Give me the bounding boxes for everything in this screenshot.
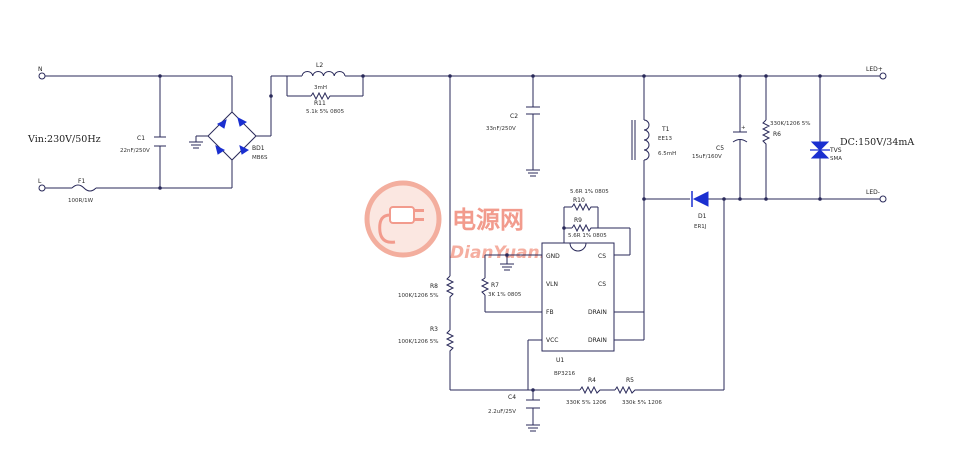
- svg-text:R10: R10: [573, 197, 585, 204]
- junctions: [158, 74, 822, 392]
- svg-text:330K/1206 5%: 330K/1206 5%: [770, 121, 810, 127]
- fuse-f1: F1 100R/1W: [68, 178, 97, 204]
- resistor-r3: R3 100K/1206 5%: [398, 326, 455, 352]
- transformer-t1: T1 EE13 6.5mH: [631, 119, 676, 161]
- diode-d1: D1 ER1J: [691, 191, 709, 230]
- bridge-rectifier-bd1: BD1 MB6S: [189, 111, 268, 161]
- dc-output-label: DC:150V/34mA: [840, 137, 914, 148]
- vin-label: Vin:230V/50Hz: [27, 134, 101, 145]
- svg-text:6.5mH: 6.5mH: [658, 151, 676, 157]
- resistor-r10: 5.6R 1% 0805 R10: [570, 189, 609, 212]
- svg-text:DRAIN: DRAIN: [588, 337, 607, 344]
- svg-text:100R/1W: 100R/1W: [68, 198, 94, 204]
- svg-text:5.6R 1% 0805: 5.6R 1% 0805: [568, 233, 607, 239]
- svg-text:ER1J: ER1J: [694, 224, 707, 230]
- svg-text:SMA: SMA: [830, 156, 842, 162]
- terminals: N L LED+ LED- Vin:230V/50Hz DC:150V/34mA: [27, 66, 914, 203]
- terminal-n: [38, 72, 46, 80]
- svg-text:R11: R11: [314, 100, 326, 107]
- svg-text:DRAIN: DRAIN: [588, 309, 607, 316]
- wires: [45, 75, 880, 425]
- svg-text:R4: R4: [588, 377, 596, 384]
- svg-text:F1: F1: [78, 178, 85, 185]
- capacitor-c1: C1 22nF/250V: [120, 135, 166, 154]
- svg-text:CS: CS: [598, 253, 606, 260]
- ground-symbol: [500, 263, 514, 271]
- capacitor-c4: C4 2.2uF/25V: [488, 394, 540, 432]
- svg-text:R5: R5: [626, 377, 634, 384]
- svg-text:MB6S: MB6S: [252, 155, 268, 161]
- resistor-r7: R7 3K 1% 0805: [480, 277, 522, 298]
- label-led-pos: LED+: [866, 66, 883, 73]
- svg-text:L2: L2: [316, 62, 323, 69]
- svg-text:330k 5% 1206: 330k 5% 1206: [622, 400, 662, 406]
- inductor-l2: L2 3mH: [301, 62, 346, 91]
- label-l: L: [38, 178, 42, 185]
- svg-text:33nF/250V: 33nF/250V: [486, 126, 516, 132]
- terminal-led-pos: [879, 72, 887, 80]
- svg-text:VLN: VLN: [546, 281, 558, 288]
- svg-text:2.2uF/25V: 2.2uF/25V: [488, 409, 516, 415]
- svg-text:GND: GND: [546, 253, 560, 260]
- svg-text:C4: C4: [508, 394, 516, 401]
- svg-text:R6: R6: [773, 131, 781, 138]
- svg-text:R7: R7: [491, 282, 499, 289]
- terminal-led-neg: [879, 195, 887, 203]
- svg-text:C2: C2: [510, 113, 518, 120]
- svg-text:EE13: EE13: [658, 136, 672, 142]
- svg-text:100K/1206 5%: 100K/1206 5%: [398, 293, 438, 299]
- terminal-l: [38, 184, 46, 192]
- svg-text:R8: R8: [430, 283, 438, 290]
- resistor-r9: R9 5.6R 1% 0805: [568, 217, 607, 239]
- label-led-neg: LED-: [866, 189, 880, 196]
- label-n: N: [38, 66, 43, 73]
- svg-text:3K 1% 0805: 3K 1% 0805: [488, 292, 522, 298]
- svg-text:22nF/250V: 22nF/250V: [120, 148, 150, 154]
- ic-u1: GND VLN FB VCC CS CS DRAIN DRAIN U1 BP32…: [541, 242, 615, 377]
- svg-text:3mH: 3mH: [314, 85, 327, 91]
- svg-text:+: +: [741, 125, 746, 131]
- svg-text:TVS: TVS: [829, 147, 842, 154]
- svg-text:BD1: BD1: [252, 145, 265, 152]
- svg-text:330K 5% 1206: 330K 5% 1206: [566, 400, 607, 406]
- svg-text:5.1k 5% 0805: 5.1k 5% 0805: [306, 109, 345, 115]
- resistor-r11: R11 5.1k 5% 0805: [306, 91, 345, 115]
- svg-text:C5: C5: [716, 145, 724, 152]
- svg-text:100K/1206 5%: 100K/1206 5%: [398, 339, 438, 345]
- svg-text:5.6R 1% 0805: 5.6R 1% 0805: [570, 189, 609, 195]
- svg-text:C1: C1: [137, 135, 145, 142]
- capacitor-c2: C2 33nF/250V: [486, 106, 540, 177]
- watermark: 电源网 DianYuan.com: [364, 180, 586, 263]
- svg-text:T1: T1: [661, 126, 670, 133]
- svg-text:U1: U1: [556, 357, 564, 364]
- watermark-brand: 电源网: [452, 206, 524, 234]
- resistor-r4: R4 330K 5% 1206: [566, 377, 607, 406]
- resistor-r5: R5 330k 5% 1206: [614, 377, 662, 406]
- tvs-diode: TVS SMA: [810, 141, 842, 162]
- plug-icon: [378, 206, 424, 244]
- svg-text:BP3216: BP3216: [554, 371, 576, 377]
- svg-text:D1: D1: [698, 213, 707, 220]
- resistor-r8: R8 100K/1206 5%: [398, 275, 455, 299]
- svg-text:VCC: VCC: [546, 337, 558, 344]
- svg-text:CS: CS: [598, 281, 606, 288]
- svg-text:15uF/160V: 15uF/160V: [692, 154, 722, 160]
- resistor-r6: 330K/1206 5% R6: [761, 119, 810, 146]
- svg-text:R3: R3: [430, 326, 438, 333]
- svg-text:R9: R9: [574, 217, 582, 224]
- svg-text:FB: FB: [546, 309, 554, 316]
- capacitor-c5: + C5 15uF/160V: [692, 125, 748, 160]
